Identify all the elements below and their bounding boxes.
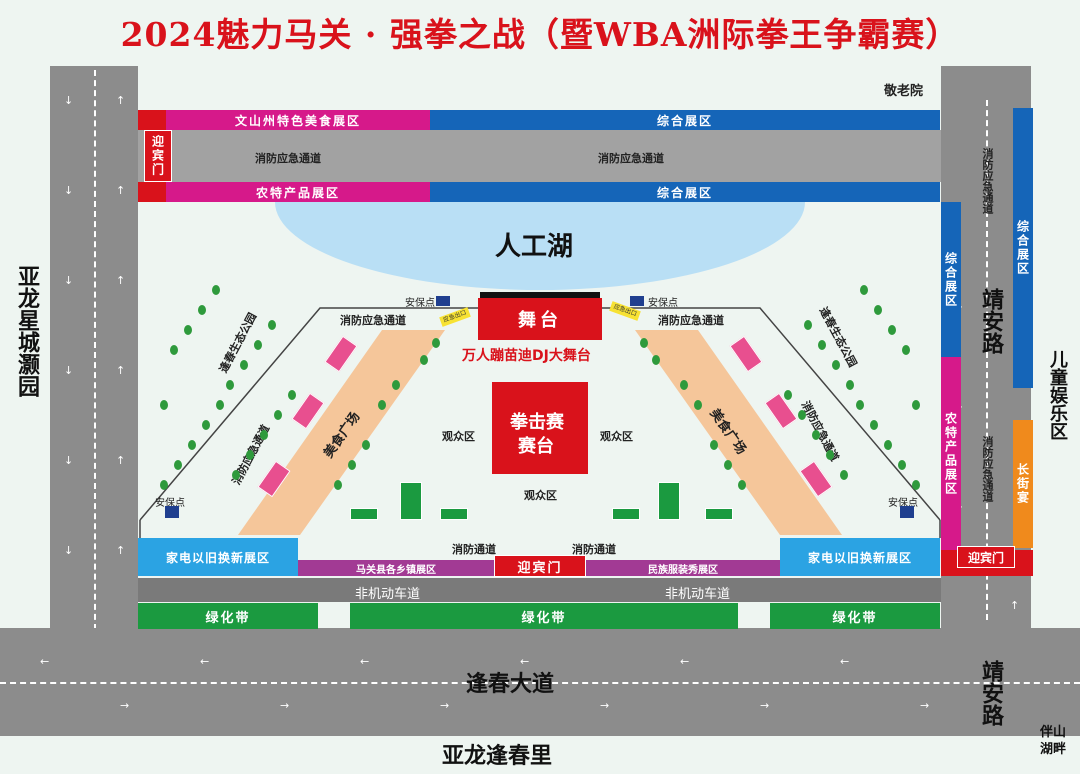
right-agri-products-zone: 农特产品展区 [941,357,961,550]
boxing-ring-label-1: 拳击赛 [510,412,564,433]
security-point-1: 安保点 [405,298,435,309]
green-belt-3: 绿化带 [770,603,940,629]
non-motor-lane-label-1: 非机动车道 [355,587,421,602]
greening-box-left [400,482,422,520]
nursing-home-label: 敬老院 [884,84,924,99]
wenshan-food-zone: 文山州特色美食展区 [166,110,430,130]
welcome-gate-bottom: 迎宾门 [494,555,586,577]
fire-lane-inner-right: 消防应急通道 [658,314,724,327]
appliance-tradein-zone-left: 家电以旧换新展区 [138,538,298,576]
banshan-lakeside-label: 伴山湖畔 [1040,725,1067,757]
right-far-comprehensive-zone: 综合展区 [1013,108,1033,388]
welcome-gate-left: 迎宾门 [144,130,172,182]
fire-lane-top-1: 消防应急通道 [255,152,321,165]
jingan-road-label-lower: 靖安路 [978,660,1003,726]
yalong-fengchunli-label: 亚龙逢春里 [442,744,553,769]
green-belt-1: 绿化带 [138,603,318,629]
boxing-ring-label-2: 赛台 [518,436,554,457]
green-belt-2: 绿化带 [350,603,738,629]
security-point-2: 安保点 [648,298,678,309]
right-fire-lane-1: 消防应急通道 [981,148,994,214]
ethnic-costume-zone: 民族服装秀展区 [586,560,780,576]
audience-area-left: 观众区 [442,430,475,443]
fire-lane-top-2: 消防应急通道 [598,152,664,165]
lake-label: 人工湖 [495,232,574,262]
children-play-area-label: 儿童娱乐区 [1047,350,1068,440]
township-exhibition-zone: 马关县各乡镇展区 [298,560,494,576]
comprehensive-zone-top-2: 综合展区 [430,182,940,202]
appliance-tradein-zone-right: 家电以旧换新展区 [780,538,940,576]
security-point-4: 安保点 [888,498,918,509]
welcome-gate-right: 迎宾门 [957,546,1015,568]
comprehensive-zone-top-1: 综合展区 [430,110,940,130]
boxing-ring [492,382,588,474]
audience-area-bottom: 观众区 [524,489,557,502]
greening-box-right [658,482,680,520]
non-motor-lane-label-2: 非机动车道 [665,587,731,602]
fengchun-avenue-label: 逢春大道 [466,672,555,697]
audience-area-right: 观众区 [600,430,633,443]
security-point-3: 安保点 [155,498,185,509]
right-fire-lane-2: 消防应急通道 [981,436,994,502]
fire-channel-1: 消防通道 [452,543,496,556]
dj-stage-label: 万人蹦苗迪DJ大舞台 [462,348,591,364]
long-street-banquet: 长街宴 [1013,420,1033,548]
agri-products-zone-top: 农特产品展区 [166,182,430,202]
fire-channel-2: 消防通道 [572,543,616,556]
main-stage: 舞台 [478,298,602,340]
map-title: 2024魅力马关 · 强拳之战（暨WBA洲际拳王争霸赛） [120,15,960,54]
fire-lane-inner-left: 消防应急通道 [340,314,406,327]
non-motor-lane [138,578,941,602]
right-comprehensive-zone: 综合展区 [941,202,961,357]
top-inner-road [138,130,941,182]
yalong-xingcheng-label: 亚龙星城灏园 [14,265,39,397]
jingan-road-label: 靖安路 [978,288,1003,354]
